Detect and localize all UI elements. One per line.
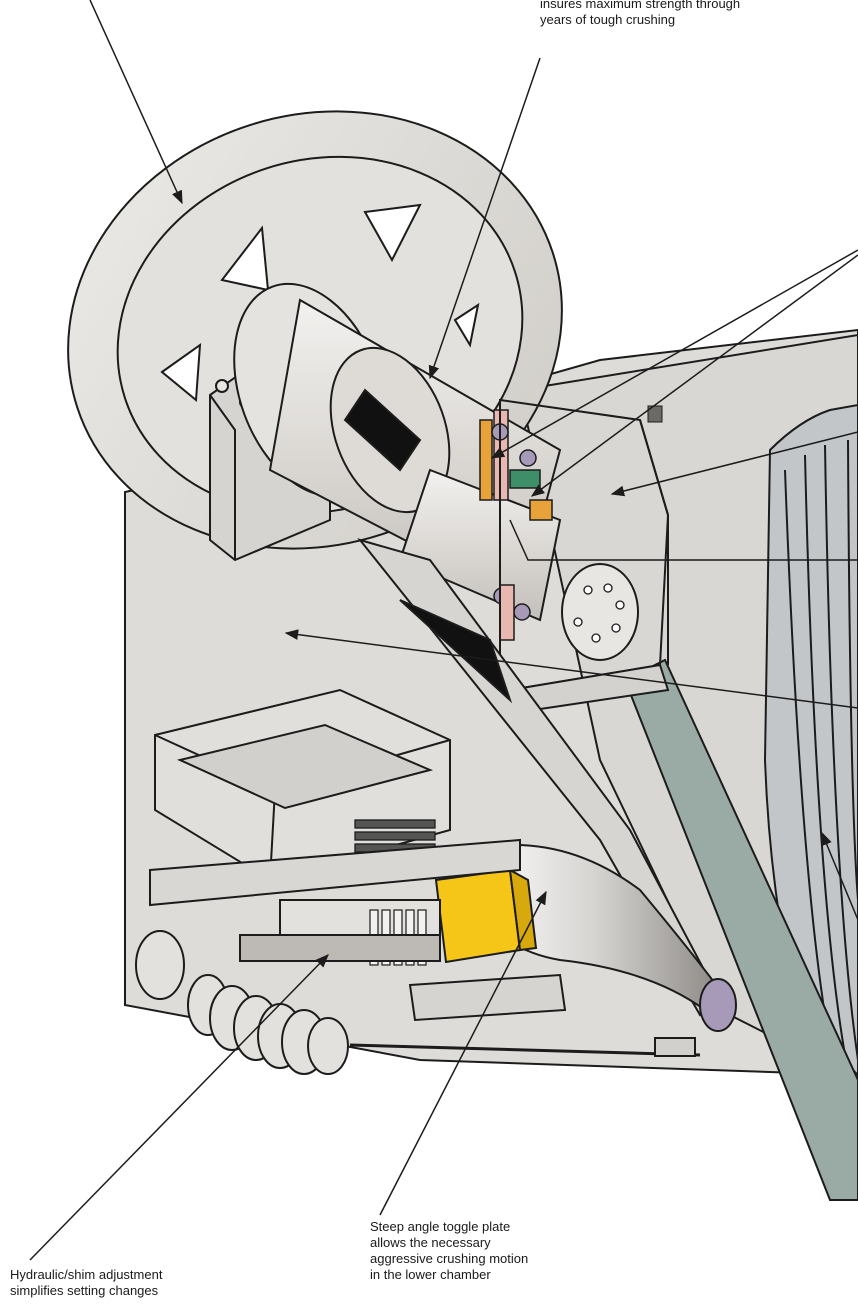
toggle-block — [434, 868, 538, 964]
adjustment-caption: Hydraulic/shim adjustment simplifies set… — [10, 1267, 260, 1299]
shaft-caption: insures maximum strength through years o… — [540, 0, 858, 28]
belt — [623, 658, 858, 1201]
toggle-caption-line: aggressive crushing motion — [370, 1251, 529, 1266]
toggle-plate — [469, 844, 737, 1032]
leader-adjustment — [29, 954, 329, 1261]
toggle-caption-line: allows the necessary — [370, 1235, 491, 1250]
spoke-opening — [160, 342, 202, 403]
leader-frame — [284, 629, 858, 709]
adjustment-caption-line: simplifies setting changes — [10, 1283, 159, 1298]
bearing-cutaway — [479, 409, 553, 641]
adjustment-assembly — [149, 688, 521, 966]
right-bearing-housing — [499, 398, 670, 714]
tension-springs — [135, 930, 701, 1075]
leader-lines — [29, 0, 858, 1261]
lower-bracket — [408, 973, 567, 1022]
leader-shaft — [428, 57, 541, 380]
eccentric-shaft — [233, 282, 639, 661]
toggle-caption-line: in the lower chamber — [370, 1267, 491, 1282]
shaft-caption-line: years of tough crushing — [540, 12, 676, 27]
adjustment-caption-line: Hydraulic/shim adjustment — [10, 1267, 163, 1282]
jaw-die — [763, 403, 858, 1077]
leader-housing — [610, 431, 858, 497]
leader-bearing-a — [490, 249, 858, 459]
shaft-end-bolts — [573, 583, 625, 643]
spoke-opening — [453, 302, 480, 348]
toggle-caption-line: Steep angle toggle plate — [370, 1219, 511, 1234]
toggle-caption: Steep angle toggle plate allows the nece… — [370, 1219, 620, 1283]
leader-seal — [509, 519, 858, 561]
leader-toggle — [379, 890, 547, 1216]
spoke-opening — [363, 203, 422, 263]
leader-flywheel — [89, 0, 183, 205]
spoke-opening — [220, 225, 270, 292]
leader-bearing-b — [530, 254, 858, 497]
shaft-caption-line: insures maximum strength through — [540, 0, 741, 11]
leader-belt — [821, 831, 858, 921]
